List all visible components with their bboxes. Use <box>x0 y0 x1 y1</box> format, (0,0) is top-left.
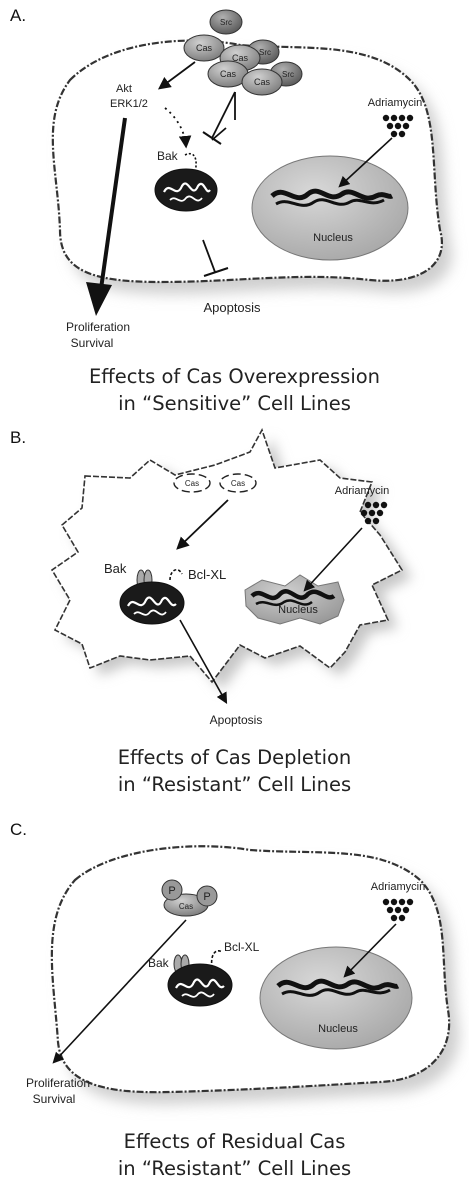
panel-a-diagram: Src Cas Cas Src Src Cas Cas Akt ERK1/2 B… <box>51 9 452 350</box>
nucleus: Nucleus <box>251 155 409 261</box>
inhibition-apoptosis <box>202 239 216 273</box>
survival-label: Survival <box>33 1092 76 1106</box>
depleted-cas: Cas Cas <box>173 473 257 493</box>
p-label: P <box>168 885 175 897</box>
panel-c: C. P P Cas Proliferation Survival Bak <box>0 810 469 1194</box>
cas-node <box>183 34 225 62</box>
arrow-adriamycin-to-nucleus <box>338 137 393 188</box>
erk-label: ERK1/2 <box>110 98 148 110</box>
cas-label: Cas <box>185 479 199 488</box>
nucleus-label: Nucleus <box>318 1023 358 1035</box>
panel-label: C. <box>10 820 27 839</box>
nucleus: Nucleus <box>259 946 413 1050</box>
cas-label: Cas <box>220 69 237 79</box>
caption-line: in “Resistant” Cell Lines <box>117 773 352 796</box>
src-node <box>209 9 243 35</box>
src-label: Src <box>259 48 271 57</box>
dotted-arrow-to-bak <box>164 107 192 149</box>
cas-label: Cas <box>254 77 271 87</box>
mitochondrion <box>167 963 233 1007</box>
arrow-cas-to-akt <box>157 61 196 90</box>
panel-b-diagram: Cas Cas Bak Bcl-XL Apoptosis Nucleus Adr… <box>50 428 412 727</box>
dna-strand <box>250 589 336 601</box>
dna-strand <box>270 188 394 201</box>
panel-b: B. Cas Cas Bak Bcl-XL <box>0 420 469 810</box>
cas-label: Cas <box>231 479 245 488</box>
arrow-cas-to-bak <box>176 499 229 550</box>
arrow-to-apoptosis <box>179 619 228 704</box>
adriamycin-label: Adriamycin <box>368 97 422 109</box>
panel-caption: Effects of Cas Overexpression in “Sensit… <box>0 363 469 417</box>
p-label: P <box>203 891 210 903</box>
cas-node <box>241 68 283 96</box>
nucleus-label: Nucleus <box>278 604 318 616</box>
dna-strand <box>276 978 400 991</box>
caption-line: in “Sensitive” Cell Lines <box>118 392 351 415</box>
akt-label: Akt <box>116 83 132 95</box>
phosphate <box>196 885 218 907</box>
panel-label: B. <box>10 428 27 447</box>
apoptosis-label: Apoptosis <box>203 300 261 315</box>
adriamycin-dots <box>382 114 414 138</box>
bak-label: Bak <box>157 149 179 163</box>
mitochondrion <box>154 168 218 212</box>
adriamycin-label: Adriamycin <box>335 485 389 497</box>
cas-label: Cas <box>196 43 213 53</box>
cas-label: Cas <box>179 902 193 911</box>
bak-label: Bak <box>148 956 170 970</box>
bclxl-label: Bcl-XL <box>224 940 260 954</box>
adriamycin-dots <box>382 898 414 922</box>
caption-line: in “Resistant” Cell Lines <box>117 1157 352 1180</box>
caption-line: Effects of Cas Overexpression <box>88 365 381 388</box>
panel-caption: Effects of Residual Cas in “Resistant” C… <box>0 1128 469 1182</box>
src-label: Src <box>220 18 232 27</box>
arrow-adriamycin-to-nucleus <box>303 527 363 592</box>
panel-a: A. Src Cas <box>0 0 469 420</box>
cell-membrane <box>50 428 404 684</box>
mitochondrion <box>119 581 185 625</box>
arrow-to-proliferation <box>52 919 187 1064</box>
proliferation-label: Proliferation <box>26 1076 90 1090</box>
bak-label: Bak <box>104 561 127 576</box>
arrow-to-proliferation <box>98 117 127 297</box>
panel-c-diagram: P P Cas Proliferation Survival Bak Bcl-X… <box>26 845 460 1106</box>
adriamycin-dots <box>360 501 388 525</box>
caption-line: Effects of Cas Depletion <box>117 746 352 769</box>
cas-label: Cas <box>232 53 249 63</box>
nucleus-label: Nucleus <box>313 232 353 244</box>
arrow-adriamycin-to-nucleus <box>343 923 397 978</box>
proliferation-label: Proliferation <box>66 320 130 334</box>
bclxl-label: Bcl-XL <box>188 567 226 582</box>
caption-line: Effects of Residual Cas <box>123 1130 346 1153</box>
cas-src-cluster: Src Cas Cas Src Src Cas Cas <box>183 9 303 96</box>
apoptosis-label: Apoptosis <box>210 713 263 727</box>
panel-label: A. <box>10 6 27 25</box>
phospho-cas: P P Cas <box>161 879 218 917</box>
src-label: Src <box>282 70 294 79</box>
adriamycin-label: Adriamycin <box>371 881 425 893</box>
survival-label: Survival <box>71 336 114 350</box>
panel-caption: Effects of Cas Depletion in “Resistant” … <box>0 744 469 798</box>
phosphate <box>161 879 183 901</box>
nucleus: Nucleus <box>244 574 345 625</box>
